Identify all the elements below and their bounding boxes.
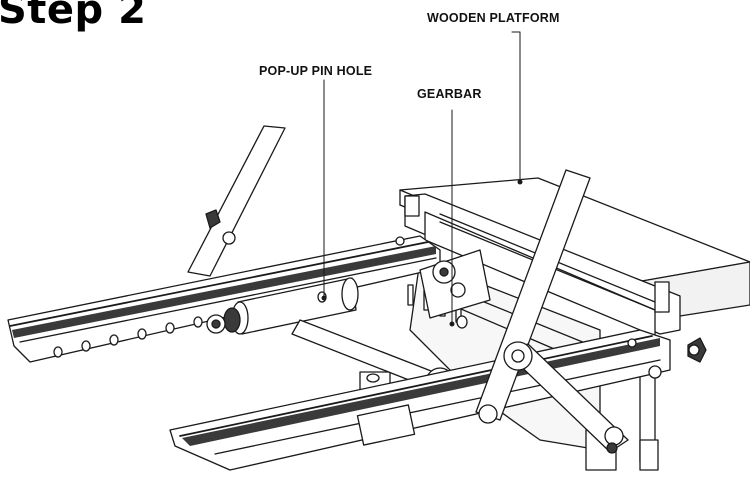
callout-leaders — [321, 31, 523, 327]
step-title: Step 2 — [0, 0, 147, 33]
side-knob — [687, 337, 707, 363]
pop-up-pin-hole-label: POP-UP PIN HOLE — [259, 64, 373, 78]
pin-holes — [53, 316, 203, 358]
upper-left-arm — [187, 125, 286, 277]
scissor-arms — [475, 169, 629, 454]
gearbar-label: GEARBAR — [417, 87, 482, 101]
pop-up-pin — [206, 277, 359, 335]
rear-rail — [7, 235, 441, 363]
gearbar — [419, 249, 491, 329]
wooden-platform-label: WOODEN PLATFORM — [427, 11, 560, 25]
